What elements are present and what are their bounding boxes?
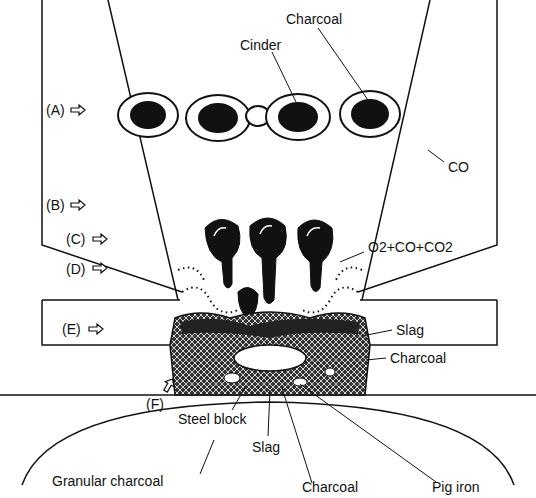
callout-letter: (A) — [46, 103, 65, 118]
part-label: Steel block — [178, 412, 246, 427]
gas-label: O2+CO+CO2 — [368, 240, 453, 255]
part-label: Granular charcoal — [52, 474, 163, 489]
part-label: Charcoal — [302, 480, 358, 495]
part-label: Pig iron — [432, 480, 479, 495]
part-label: Slag — [396, 323, 424, 338]
gas-label: CO — [448, 160, 469, 175]
part-label: Charcoal — [390, 351, 446, 366]
part-label: Cinder — [240, 38, 281, 53]
part-label: Charcoal — [286, 12, 342, 27]
part-label: Slag — [252, 440, 280, 455]
callout-letter: (C) — [66, 232, 85, 247]
callout-letter: (D) — [66, 262, 85, 277]
callout-letter: (E) — [62, 322, 81, 337]
callout-letter: (F) — [146, 397, 164, 412]
callout-letter: (B) — [46, 198, 65, 213]
